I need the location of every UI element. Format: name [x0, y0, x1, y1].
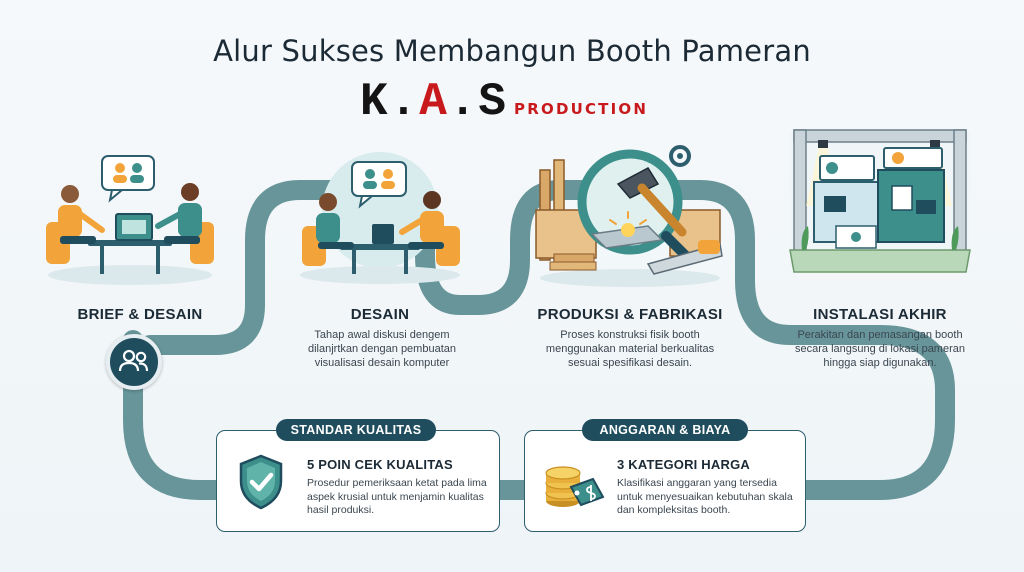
meeting-illustration	[46, 155, 214, 285]
budget-card-desc: Klasifikasi anggaran yang tersedia untuk…	[617, 477, 793, 516]
budget-card-tag: ANGGARAN & BIAYA	[582, 419, 748, 441]
gear-icon	[669, 145, 691, 167]
brand-logo: K.A.S PRODUCTION	[360, 76, 690, 128]
step-title-instalasi: INSTALASI AKHIR	[813, 306, 947, 323]
shield-check-icon	[239, 454, 283, 510]
fabrication-illustration	[535, 145, 723, 287]
users-badge	[106, 334, 162, 390]
step-desc-instalasi: Perakitan dan pemasangan booth secara la…	[795, 329, 965, 369]
quality-card-desc: Prosedur pemeriksaan ketat pada lima asp…	[307, 477, 487, 516]
chat-bubble-icon	[101, 155, 155, 203]
quality-card-tag: STANDAR KUALITAS	[276, 419, 436, 441]
quality-card: 5 POIN CEK KUALITAS Prosedur pemeriksaan…	[216, 430, 500, 532]
step-desc-desain: Tahap awal diskusi dengem dilanjrtkan de…	[307, 329, 456, 369]
saw-icon	[646, 240, 723, 275]
step-title-produksi: PRODUKSI & FABRIKASI	[537, 306, 723, 323]
booth-illustration	[789, 129, 971, 273]
step-title-desain: DESAIN	[350, 306, 410, 323]
page-title: Alur Sukses Membangun Booth Pameran	[213, 34, 811, 68]
brand-kas: K.A.S	[360, 76, 509, 128]
hammer-icon	[616, 167, 687, 237]
budget-card-title: 3 KATEGORI HARGA	[617, 457, 750, 472]
brand-production: PRODUCTION	[514, 100, 649, 118]
budget-card: 3 KATEGORI HARGA Klasifikasi anggaran ya…	[524, 430, 806, 532]
step-title-brief: BRIEF & DESAIN	[77, 306, 203, 323]
chat-bubble-icon	[351, 161, 407, 209]
step-desc-produksi: Proses konstruksi fisik booth menggunaka…	[545, 329, 715, 369]
quality-card-title: 5 POIN CEK KUALITAS	[307, 457, 453, 472]
users-icon	[118, 349, 149, 372]
design-discussion-illustration	[300, 152, 460, 284]
coins-price-tag-icon	[545, 466, 605, 507]
